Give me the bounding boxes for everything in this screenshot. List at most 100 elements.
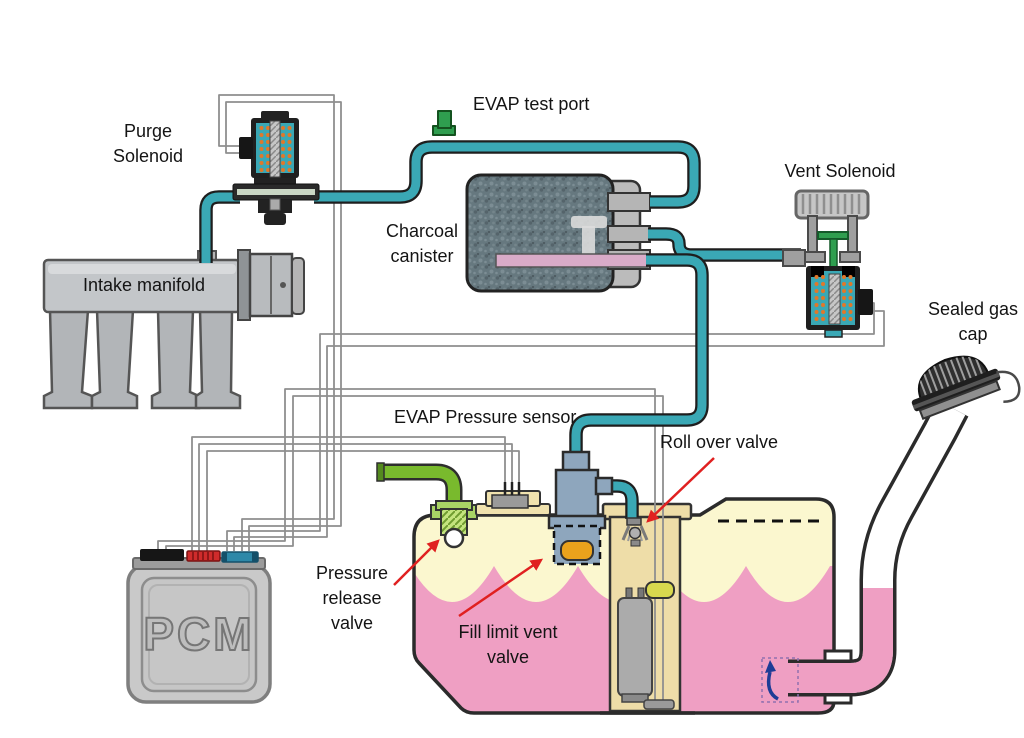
- charcoal-canister: [465, 173, 651, 293]
- gas-cap-plate: [918, 379, 1001, 420]
- label-purge-solenoid-1: Purge: [124, 121, 172, 141]
- line-canister-to-vent: [648, 227, 801, 262]
- prv-body: [440, 508, 468, 536]
- vent-plunger: [828, 273, 841, 325]
- throttle-bolt: [280, 282, 286, 288]
- wire-vent-2: [233, 310, 885, 551]
- label-pressure-release-valve-2: release: [322, 588, 381, 608]
- vent-cap-ribs: [801, 194, 861, 214]
- label-sealed-gas-cap-2: cap: [958, 324, 987, 344]
- check-valve-arrow: [766, 671, 779, 701]
- fuel-tank-outline: [412, 497, 850, 715]
- flvv-upper-body: [554, 468, 600, 520]
- line-canister-to-flvv: [569, 253, 709, 458]
- line-manifold-to-purge: [199, 190, 240, 263]
- canister-channel-h: [571, 216, 607, 228]
- purge-plunger-tip: [269, 198, 281, 211]
- wire-vent-1: [226, 302, 875, 551]
- prv-pipe: [380, 466, 460, 503]
- intake-manifold: [42, 249, 305, 410]
- label-fill-limit-vent-valve-2: valve: [487, 647, 529, 667]
- pcm-module: PCM: [126, 549, 272, 704]
- flvv-side-port: [594, 476, 614, 496]
- label-intake-manifold: Intake manifold: [83, 275, 205, 295]
- canister-port-top: [607, 192, 651, 212]
- rov-top: [626, 517, 642, 526]
- wire-sensor-1: [191, 436, 506, 551]
- purge-top-cap: [261, 111, 289, 120]
- prv-ball: [443, 527, 465, 549]
- evap-test-port: [432, 110, 456, 136]
- pcm-connector-blue-end-left: [222, 552, 227, 562]
- rov-legs: [621, 525, 649, 541]
- purge-connector: [239, 137, 253, 159]
- vent-valve-disc: [817, 231, 849, 240]
- vent-inlet-port: [782, 249, 806, 267]
- throttle-flange: [237, 249, 251, 321]
- label-roll-over-valve: Roll over valve: [660, 432, 778, 452]
- wire-fuel-pump-2: [165, 395, 664, 700]
- label-sealed-gas-cap-1: Sealed gas: [928, 299, 1018, 319]
- arrow-pressure-release-valve: [393, 539, 440, 586]
- label-pressure-release-valve-1: Pressure: [316, 563, 388, 583]
- sensor-pins: [503, 482, 521, 495]
- gas-cap-tether: [996, 370, 1021, 404]
- vent-solenoid: [782, 189, 873, 338]
- pcm-inner-plate: [140, 576, 258, 693]
- purge-tee-stripe: [237, 189, 315, 195]
- pump-foot: [621, 693, 649, 703]
- filler-neck-fuel: [788, 588, 893, 693]
- flvv-orange-float: [560, 540, 594, 561]
- roll-over-valve: [621, 517, 649, 547]
- canister-port-mid: [607, 225, 651, 243]
- vent-bottom-tip: [824, 329, 843, 338]
- fill-limit-vent-valve: [547, 450, 614, 566]
- check-valve-outline: [761, 657, 799, 703]
- pcm-wiring: [157, 94, 885, 700]
- vapor-lines: [199, 110, 801, 519]
- vent-coil-windings: [814, 275, 853, 321]
- purge-plunger: [269, 120, 281, 178]
- throttle-end-cap: [291, 257, 305, 315]
- gas-cap-flange-highlight: [912, 372, 1001, 410]
- canister-inner-tube: [495, 253, 649, 268]
- wire-purge-1: [218, 94, 335, 551]
- wire-purge-2: [225, 101, 342, 551]
- pressure-release-valve: [376, 462, 478, 549]
- pcm-label: PCM: [143, 608, 254, 660]
- pcm-connector-red-ticks: [192, 552, 214, 560]
- arrow-fill-limit-vent-valve: [458, 558, 544, 618]
- vent-leg-right: [847, 215, 858, 257]
- vent-coil-block-left: [811, 266, 824, 277]
- callout-arrows: [393, 457, 715, 618]
- pcm-inner-line: [148, 584, 250, 685]
- sender-foot: [643, 699, 675, 710]
- line-purge-to-canister: [314, 140, 701, 209]
- label-pressure-release-valve-3: valve: [331, 613, 373, 633]
- check-valve-arrowhead: [765, 660, 776, 673]
- label-vent-solenoid: Vent Solenoid: [784, 161, 895, 181]
- sealed-gas-cap: [911, 350, 1021, 420]
- vent-leg-left: [807, 215, 818, 257]
- line-flvv-to-rollover: [604, 479, 639, 519]
- vent-chamber-left: [804, 251, 826, 263]
- label-purge-solenoid-2: Solenoid: [113, 146, 183, 166]
- label-charcoal-canister-1: Charcoal: [386, 221, 458, 241]
- label-evap-pressure-sensor: EVAP Pressure sensor: [394, 407, 576, 427]
- sensor-connector: [491, 494, 529, 509]
- rov-ball: [628, 526, 642, 540]
- prv-pipe-end-cap: [376, 462, 385, 482]
- rov-bottom: [630, 539, 641, 547]
- label-fill-limit-vent-valve-1: Fill limit vent: [458, 622, 557, 642]
- fuel-pump-assembly: [617, 581, 675, 710]
- float: [645, 581, 675, 599]
- diagram-labels: Purge Solenoid EVAP test port Charcoal c…: [83, 94, 1018, 667]
- pcm-connector-black: [140, 549, 184, 561]
- filler-neck-assembly: [761, 350, 1021, 705]
- vent-chamber-right: [839, 251, 861, 263]
- purge-lower-tip: [264, 213, 286, 225]
- wire-sensor-2: [198, 443, 513, 551]
- fuel-pump: [617, 597, 653, 697]
